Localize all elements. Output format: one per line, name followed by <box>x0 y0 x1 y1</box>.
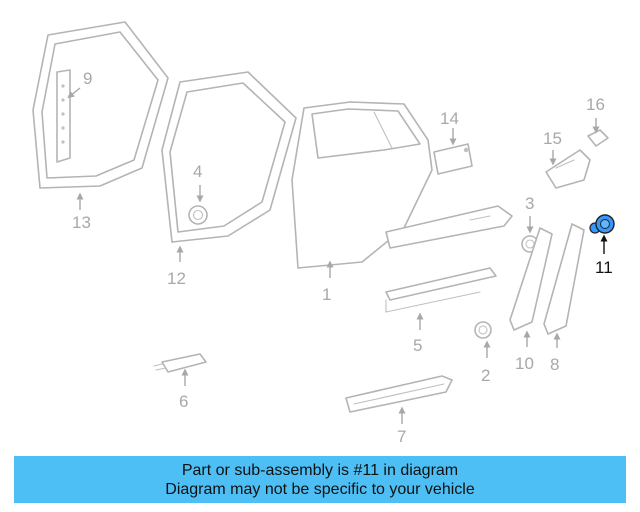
part-8-pillar-trim <box>543 223 585 335</box>
label-2: 2 <box>481 366 490 385</box>
label-10: 10 <box>515 354 534 373</box>
label-4: 4 <box>193 162 202 181</box>
part-12-weatherstrip <box>161 71 297 243</box>
parts-diagram: 13 9 12 4 1 14 16 <box>32 21 615 446</box>
label-8: 8 <box>550 355 559 374</box>
part-15-bracket <box>545 149 591 189</box>
label-6: 6 <box>179 392 188 411</box>
label-3: 3 <box>525 194 534 213</box>
label-13: 13 <box>72 213 91 232</box>
banner-line-1: Part or sub-assembly is #11 in diagram <box>181 461 459 479</box>
label-7: 7 <box>397 427 406 446</box>
part-6-tube <box>153 353 207 373</box>
part-10-pillar-trim <box>509 227 553 331</box>
label-15: 15 <box>543 129 562 148</box>
label-14: 14 <box>440 109 459 128</box>
label-9: 9 <box>83 69 92 88</box>
part-9-strip <box>56 69 71 163</box>
part-5-moulding <box>385 205 513 313</box>
part-7-sill-trim <box>345 375 453 413</box>
label-16: 16 <box>586 95 605 114</box>
part-14-pad <box>433 143 473 175</box>
part-2-grommet <box>474 321 492 339</box>
part-11-clip <box>589 214 615 234</box>
part-13-weatherstrip <box>32 21 169 189</box>
label-11: 11 <box>595 258 613 277</box>
part-4-grommet <box>188 205 208 225</box>
label-5: 5 <box>413 336 422 355</box>
part-16-clip <box>587 129 609 147</box>
banner-line-2: Diagram may not be specific to your vehi… <box>165 480 475 498</box>
label-1: 1 <box>322 285 331 304</box>
info-banner: Part or sub-assembly is #11 in diagram D… <box>14 456 626 503</box>
label-12: 12 <box>167 269 186 288</box>
part-1-door-shell <box>291 101 433 269</box>
